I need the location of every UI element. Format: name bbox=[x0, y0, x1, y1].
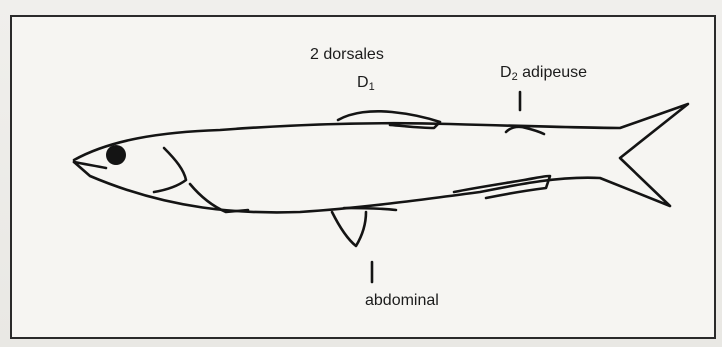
label-d1-letter: D bbox=[357, 74, 369, 91]
abdominal-fin-base bbox=[344, 208, 396, 210]
label-abdominal: abdominal bbox=[365, 292, 439, 310]
dorsal-fin-d1 bbox=[338, 111, 440, 128]
label-d2-letter: D bbox=[500, 64, 512, 81]
label-d1: D1 bbox=[357, 74, 375, 93]
dorsal-fin-d2 bbox=[506, 127, 544, 134]
abdominal-fin bbox=[332, 212, 366, 246]
fish-body-outline bbox=[74, 104, 688, 212]
label-dorsales: 2 dorsales bbox=[310, 46, 384, 64]
label-d1-sub: 1 bbox=[369, 81, 375, 93]
label-d2-adipeuse: D2 adipeuse bbox=[500, 64, 587, 83]
fish-gill bbox=[154, 148, 186, 192]
label-d2-text: adipeuse bbox=[518, 64, 587, 81]
fish-eye bbox=[106, 145, 126, 165]
